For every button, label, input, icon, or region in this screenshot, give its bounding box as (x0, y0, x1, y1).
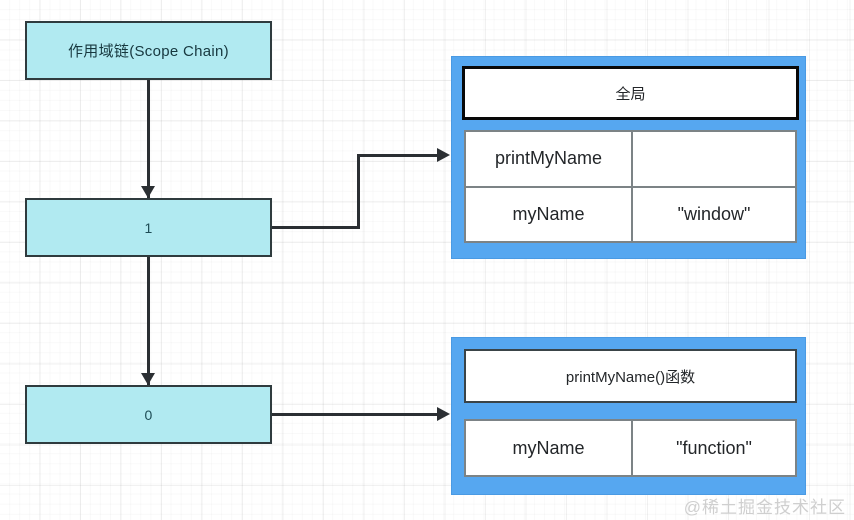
scope-header-global-label: 全局 (615, 85, 646, 103)
variable-table-global: printMyName myName "window" (464, 130, 797, 243)
scope-header-function: printMyName()函数 (464, 349, 797, 403)
variable-name-cell: myName (466, 421, 633, 475)
connector-title-to-level1-line (147, 80, 150, 198)
variable-name-cell: myName (466, 187, 633, 241)
table-row: myName "window" (466, 187, 795, 241)
variable-table-function: myName "function" (464, 419, 797, 477)
scope-header-global: 全局 (462, 66, 799, 120)
connector-level1-to-level0-arrowhead-icon (141, 373, 155, 385)
connector-level0-to-function-arrowhead-icon (437, 407, 450, 421)
table-row: printMyName (466, 132, 795, 188)
table-row: myName "function" (466, 421, 795, 475)
scope-header-function-label: printMyName()函数 (565, 368, 696, 386)
scope-chain-level-0-box: 0 (25, 385, 272, 444)
scope-chain-level-0-label: 0 (144, 406, 153, 423)
watermark: @稀土掘金技术社区 (683, 498, 846, 517)
scope-chain-title-label: 作用域链(Scope Chain) (68, 43, 229, 60)
scope-box-global: 全局 printMyName myName "window" (451, 56, 806, 259)
variable-name-cell: printMyName (466, 132, 633, 186)
variable-value-cell: "function" (676, 437, 752, 458)
scope-chain-title-box: 作用域链(Scope Chain) (25, 21, 272, 80)
scope-chain-level-1-label: 1 (144, 219, 153, 236)
connector-level1-to-global-segment-h2 (357, 154, 440, 157)
connector-level1-to-global-segment-v (357, 154, 360, 229)
variable-value-cell: "window" (677, 203, 751, 224)
connector-level1-to-global-segment-h1 (272, 226, 360, 229)
connector-level1-to-level0-line (147, 257, 150, 385)
scope-chain-level-1-box: 1 (25, 198, 272, 257)
variable-value-cell (633, 132, 795, 186)
connector-level1-to-global-arrowhead-icon (437, 148, 450, 162)
connector-level0-to-function-line (272, 413, 440, 416)
scope-box-function: printMyName()函数 myName "function" (451, 337, 806, 495)
connector-title-to-level1-arrowhead-icon (141, 186, 155, 198)
